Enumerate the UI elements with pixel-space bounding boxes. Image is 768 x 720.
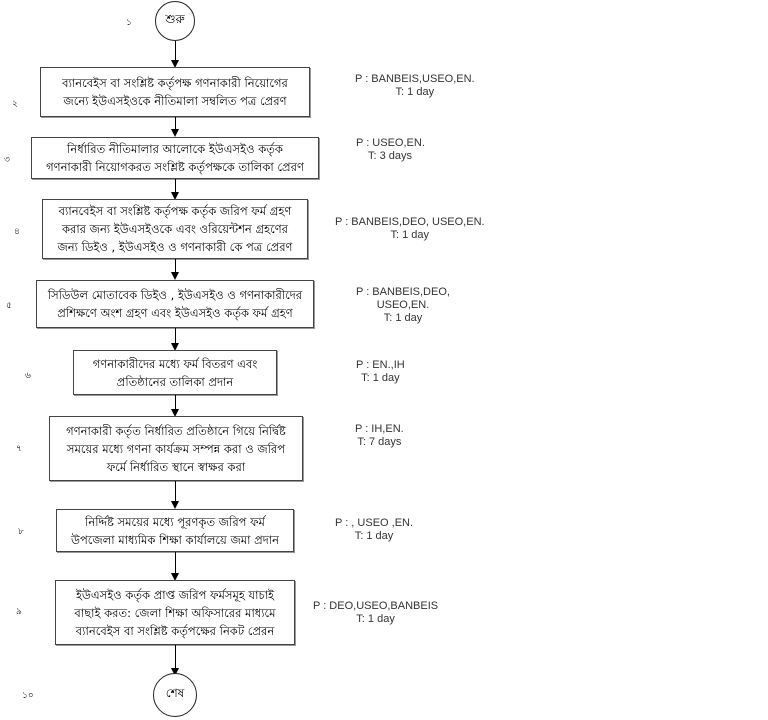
step-note: P : , USEO ,EN. T: 1 day (335, 517, 413, 543)
note-time: T: 1 day (361, 372, 400, 384)
process-step-6: গণনাকারীদের মধ্যে ফর্ম বিতরণ এবং প্রতিষ্… (73, 350, 277, 395)
end-label: শেষ (165, 686, 185, 700)
connector-4 (175, 259, 176, 273)
step-note: P : IH,EN. T: 7 days (355, 423, 404, 449)
connector-6 (175, 395, 176, 410)
connector-7 (175, 481, 176, 502)
process-step-9: ইউএসইও কর্তৃক প্রাপ্ত জরিপ ফর্মসমূহ যাচা… (55, 580, 295, 645)
step-text-line: ব্যানবেইস বা সংশ্লিষ্ট কর্তৃপক্ষ গণনাকার… (62, 76, 288, 90)
connector-1 (175, 41, 176, 61)
step-text-line: ব্যানবেইস বা সংশ্লিষ্ট কর্তৃপক্ষের নিকট … (75, 623, 275, 638)
step-note: P : BANBEIS,DEO, USEO,EN. T: 1 day (356, 286, 450, 325)
step-number: ৮ (18, 527, 24, 537)
step-text-line: গণনাকারী নিয়োগকরত সংশ্লিষ্ট কর্তৃপক্ষকে… (46, 160, 304, 174)
note-participants: P : DEO,USEO,BANBEIS (313, 600, 439, 612)
step-text-line: নির্ধারিত নীতিমালার আলোকে ইউএসইও কর্তৃক (67, 142, 283, 156)
note-time: T: 1 day (390, 229, 430, 241)
arrow-head-5 (171, 343, 179, 351)
start-terminal: শুরু (155, 1, 195, 41)
step-text-line: ইউএসইও কর্তৃক প্রাপ্ত জরিপ ফর্মসমূহ যাচা… (75, 587, 275, 602)
step-text-line: বাছাই করত: জেলা শিক্ষা অফিসারের মাধ্যমে (74, 605, 276, 620)
step-number: ৭ (16, 444, 22, 454)
step-text-line: নির্দ্দিষ্ট সময়ের মধ্যে পূরণকৃত জরিপ ফর… (85, 514, 265, 529)
process-step-8: নির্দ্দিষ্ট সময়ের মধ্যে পূরণকৃত জরিপ ফর… (56, 509, 294, 552)
arrow-head-8 (171, 573, 179, 581)
note-participants: P : BANBEIS,USEO,EN. (355, 73, 475, 85)
step-number: ৬ (25, 371, 31, 381)
step-text-line: করার জন্য ইউএসইওকে এবং ওরিয়েন্টশন গ্রহণ… (61, 222, 289, 236)
note-participants: P : BANBEIS,DEO, USEO,EN. (335, 216, 485, 228)
step-note: P : USEO,EN. T: 3 days (356, 137, 425, 163)
step-number-end: ১০ (22, 691, 34, 701)
step-text-line: উপজেলা মাধ্যমিক শিক্ষা কার্যালয়ে জমা প্… (71, 532, 279, 547)
step-text-line: জন্যে ইউএসইওকে নীতিমালা সম্বলিত পত্র প্র… (63, 94, 287, 108)
step-number: ৫ (6, 301, 12, 311)
step-text-line: গণনাকারী কর্তৃত নির্ধারিত প্রতিষ্ঠানে গি… (66, 423, 286, 438)
note-time: T: 1 day (395, 86, 435, 98)
step-note: P : DEO,USEO,BANBEIS T: 1 day (313, 600, 438, 626)
note-participants: P : EN.,IH (356, 359, 405, 371)
step-note: P : BANBEIS,USEO,EN. T: 1 day (355, 73, 475, 99)
start-label: শুরু (165, 12, 185, 26)
connector-2 (175, 117, 176, 131)
end-terminal: শেষ (153, 673, 197, 717)
step-text-line: ব্যানবেইস বা সংশ্লিষ্ট কর্তৃপক্ষ কর্তৃক … (58, 204, 292, 218)
step-number-start: ১ (126, 18, 132, 28)
process-step-5: সিডিউল মোতাবেক ডিইও , ইউএসইও ও গণনাকারীদ… (36, 280, 314, 328)
step-text-line: জন্য ডিইও , ইউএসইও ও গণনাকারী কে পত্র প্… (57, 240, 293, 254)
arrow-head-4 (171, 272, 179, 280)
note-participants: P : , USEO ,EN. (335, 517, 414, 529)
process-step-2: ব্যানবেইস বা সংশ্লিষ্ট কর্তৃপক্ষ গণনাকার… (40, 67, 310, 117)
arrow-head-1 (171, 60, 179, 68)
note-participants-cont: USEO,EN. (376, 299, 430, 311)
arrow-head-9 (171, 668, 179, 676)
step-text-line: প্রশিক্ষণে অংশ গ্রহণ এবং ইউএসইও কর্তৃক ফ… (57, 306, 293, 320)
step-note: P : BANBEIS,DEO, USEO,EN. T: 1 day (335, 216, 485, 242)
note-time: T: 7 days (357, 436, 402, 448)
process-step-7: গণনাকারী কর্তৃত নির্ধারিত প্রতিষ্ঠানে গি… (49, 416, 303, 481)
note-time: T: 1 day (354, 530, 394, 542)
step-number: ৩ (4, 155, 10, 165)
connector-5 (175, 328, 176, 344)
arrow-head-7 (171, 501, 179, 509)
connector-9 (175, 645, 176, 669)
connector-3 (175, 179, 176, 193)
step-text-line: সময়ের মধ্যে গণনা কার্যক্রম সম্পন্ন করা … (66, 441, 286, 456)
step-text-line: সিডিউল মোতাবেক ডিইও , ইউএসইও ও গণনাকারীদ… (47, 288, 303, 302)
note-time: T: 3 days (368, 150, 413, 162)
step-note: P : EN.,IH T: 1 day (356, 359, 405, 385)
process-step-3: নির্ধারিত নীতিমালার আলোকে ইউএসইও কর্তৃক … (31, 137, 319, 179)
step-text-line: প্রতিষ্ঠানের তালিকা প্রদান (116, 374, 234, 389)
note-participants: P : IH,EN. (355, 423, 404, 435)
step-text-line: গণনাকারীদের মধ্যে ফর্ম বিতরণ এবং (92, 356, 258, 371)
arrow-head-6 (171, 409, 179, 417)
note-time: T: 1 day (383, 312, 423, 324)
process-step-4: ব্যানবেইস বা সংশ্লিষ্ট কর্তৃপক্ষ কর্তৃক … (42, 199, 308, 259)
note-participants: P : USEO,EN. (356, 137, 425, 149)
connector-8 (175, 552, 176, 574)
step-number: ৯ (16, 607, 22, 617)
step-text-line: ফর্মে নির্ধারিত স্থানে স্বাক্ষর করা (106, 459, 246, 474)
step-number: ২ (12, 99, 18, 109)
arrow-head-2 (171, 129, 179, 137)
step-number: ৪ (14, 227, 20, 237)
arrow-head-3 (171, 192, 179, 200)
note-participants: P : BANBEIS,DEO, (356, 286, 450, 298)
note-time: T: 1 day (356, 613, 395, 625)
